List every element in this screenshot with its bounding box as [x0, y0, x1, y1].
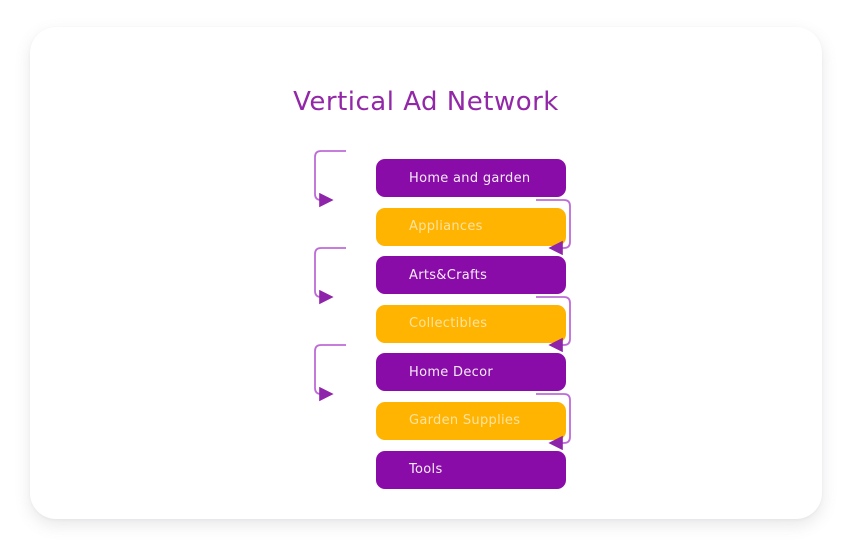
- node-home-and-garden: Home and garden: [376, 159, 566, 197]
- node-label: Tools: [409, 462, 443, 478]
- node-tools: Tools: [376, 450, 566, 489]
- node-label: Collectibles: [409, 316, 488, 332]
- node-label: Home Decor: [409, 364, 493, 380]
- node-label: Arts&Crafts: [409, 267, 488, 283]
- diagram-card: Vertical Ad Network Home and garden Appl…: [30, 27, 822, 519]
- node-garden-supplies: Garden Supplies: [376, 401, 566, 440]
- vertical-flow-diagram: Home and garden Appliances Arts&Crafts C…: [376, 159, 566, 489]
- node-label: Garden Supplies: [409, 413, 521, 429]
- node-appliances: Appliances: [376, 207, 566, 246]
- node-arts-crafts: Arts&Crafts: [376, 256, 566, 295]
- node-home-decor: Home Decor: [376, 353, 566, 392]
- node-collectibles: Collectibles: [376, 304, 566, 343]
- page-title: Vertical Ad Network: [293, 87, 559, 117]
- node-label: Appliances: [409, 219, 483, 235]
- node-label: Home and garden: [409, 170, 531, 186]
